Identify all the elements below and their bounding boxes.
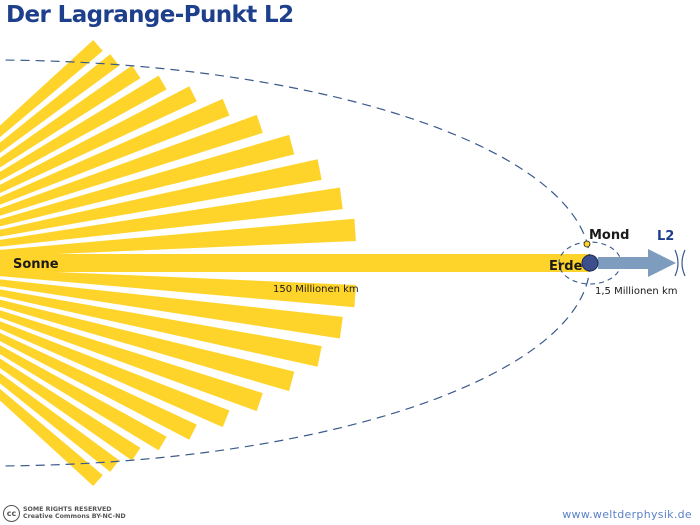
sun-earth-beam xyxy=(0,254,590,272)
l2-label: L2 xyxy=(657,229,674,244)
sun-ray xyxy=(0,98,230,205)
sun-ray xyxy=(0,40,103,138)
earth-label: Erde xyxy=(549,259,583,274)
moon-label: Mond xyxy=(589,228,629,243)
earth-l2-arrow-head xyxy=(648,249,676,277)
website-url: www.weltderphysik.de xyxy=(562,508,692,521)
sun-label: Sonne xyxy=(13,257,59,272)
sun-ray xyxy=(0,299,295,392)
sun-ray xyxy=(0,310,263,412)
sun-ray xyxy=(0,65,141,168)
sun-rays xyxy=(0,40,356,486)
sun-ray xyxy=(0,321,230,428)
sun-ray xyxy=(0,372,120,472)
l2-marker xyxy=(674,249,686,277)
sun-ray xyxy=(0,134,295,227)
earth-l2-arrow-shaft xyxy=(598,257,651,269)
license-credit: cc SOME RIGHTS RESERVED Creative Commons… xyxy=(3,503,126,523)
sun-ray xyxy=(0,388,103,486)
earth-l2-distance-label: 1,5 Millionen km xyxy=(595,286,677,297)
sun-ray xyxy=(0,218,356,257)
sun-ray xyxy=(0,54,120,154)
sun-earth-distance-label: 150 Millionen km xyxy=(273,284,359,295)
sun-ray xyxy=(0,332,197,440)
license-line-2: Creative Commons BY-NC-ND xyxy=(23,513,126,520)
sun-ray xyxy=(0,269,356,308)
sun-ray xyxy=(0,289,322,367)
sun-ray xyxy=(0,114,263,216)
earth xyxy=(581,254,599,272)
moon xyxy=(583,240,591,248)
license-line-1: SOME RIGHTS RESERVED xyxy=(23,505,112,513)
sun-ray xyxy=(0,187,343,247)
page-title: Der Lagrange-Punkt L2 xyxy=(6,2,294,28)
sun-ray xyxy=(0,279,343,339)
license-text: SOME RIGHTS RESERVED Creative Commons BY… xyxy=(23,506,126,521)
sun-ray xyxy=(0,86,197,194)
sun-ray xyxy=(0,159,322,237)
sun-ray xyxy=(0,345,167,451)
sun-ray xyxy=(0,75,167,181)
sun-ray xyxy=(0,358,141,461)
cc-license-icon: cc xyxy=(3,504,20,522)
